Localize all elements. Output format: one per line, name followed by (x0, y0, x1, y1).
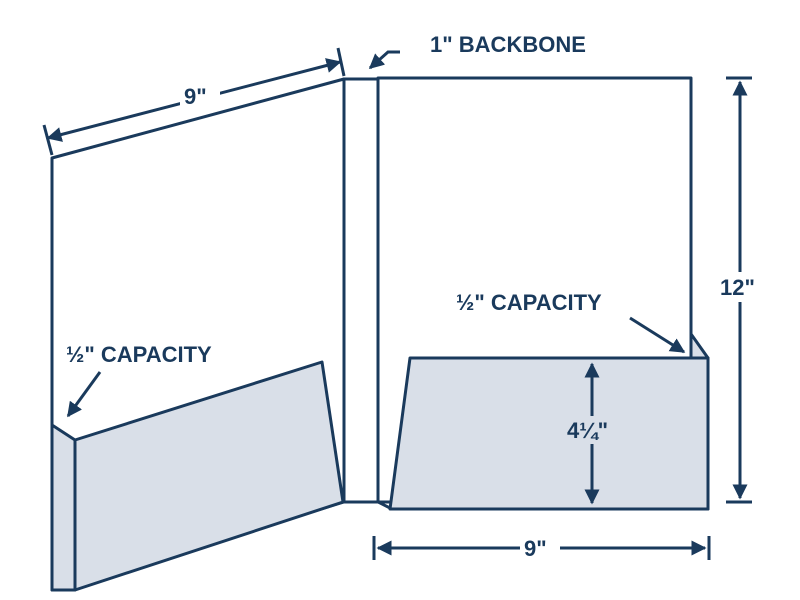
pocket-height-label: 4¼" (567, 418, 608, 443)
left-width-tick-start (42, 124, 54, 156)
right-panel-hinge (376, 78, 391, 510)
backbone-spine (342, 77, 380, 504)
left-width-label-bg (180, 84, 220, 110)
left-capacity-label: ½" CAPACITY (66, 342, 212, 367)
bottom-width-label-bg (520, 534, 560, 562)
pocket-height-label-bg (565, 416, 617, 444)
right-capacity-label: ½" CAPACITY (456, 290, 602, 315)
bottom-width-label: 9" (524, 536, 547, 561)
height-label: 12" (720, 275, 755, 300)
left-width-label: 9" (184, 84, 207, 109)
backbone-label: 1" BACKBONE (430, 32, 586, 57)
left-pocket-side (50, 423, 77, 592)
backbone-leader (368, 50, 400, 70)
height-label-bg (718, 272, 768, 302)
left-capacity-leader (66, 371, 102, 418)
left-width-tick-end (336, 47, 346, 77)
right-pocket (388, 356, 710, 511)
right-capacity-leader (629, 316, 686, 354)
